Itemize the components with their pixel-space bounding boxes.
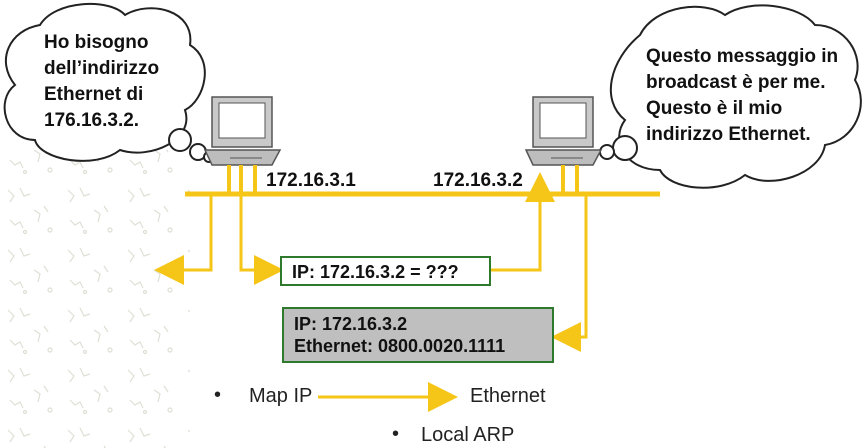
bullet-dot-2: • bbox=[392, 423, 400, 445]
left-bubble-text: Ho bisogno dell’indirizzo Ethernet di 17… bbox=[44, 30, 159, 134]
host-right-ip-label: 172.16.3.2 bbox=[433, 170, 523, 191]
background-pattern bbox=[0, 150, 190, 448]
arp-reply-ethernet: Ethernet: 0800.0020.1111 bbox=[294, 336, 506, 356]
host-left-ip-label: 172.16.3.1 bbox=[266, 170, 356, 191]
bullet-dot-1: • bbox=[214, 384, 222, 406]
right-bubble-line: broadcast è per me. bbox=[646, 72, 826, 93]
broadcast-out-arrow bbox=[154, 194, 213, 285]
left-bubble-line: dell’indirizzo bbox=[44, 58, 160, 79]
request-to-host-arrow bbox=[490, 172, 555, 272]
right-bubble-line: indirizzo Ethernet. bbox=[646, 124, 811, 145]
arp-reply-box: IP: 172.16.3.2 Ethernet: 0800.0020.1111 bbox=[282, 307, 554, 363]
reply-wire bbox=[551, 194, 588, 352]
bullet-map-ip: Map IP bbox=[249, 385, 313, 407]
arp-request-box: IP: 172.16.3.2 = ??? bbox=[280, 256, 491, 286]
right-computer-icon bbox=[524, 96, 603, 166]
left-bubble-line: Ethernet di bbox=[44, 84, 144, 105]
right-thought-bubble bbox=[599, 4, 862, 189]
left-computer-icon bbox=[203, 96, 282, 166]
bullet-local-arp: Local ARP bbox=[421, 424, 515, 446]
bullet-ethernet: Ethernet bbox=[470, 385, 546, 407]
left-bubble-line: 176.16.3.2. bbox=[44, 110, 140, 131]
right-bubble-line: Questo è il mio bbox=[646, 98, 783, 119]
right-bubble-line: Questo messaggio in bbox=[646, 46, 839, 67]
arp-request-text: IP: 172.16.3.2 = ??? bbox=[292, 262, 459, 282]
arp-reply-ip: IP: 172.16.3.2 bbox=[294, 314, 408, 334]
left-bubble-line: Ho bisogno bbox=[44, 32, 149, 53]
right-bubble-text: Questo messaggio in broadcast è per me. … bbox=[646, 44, 838, 148]
request-wire bbox=[239, 194, 284, 285]
